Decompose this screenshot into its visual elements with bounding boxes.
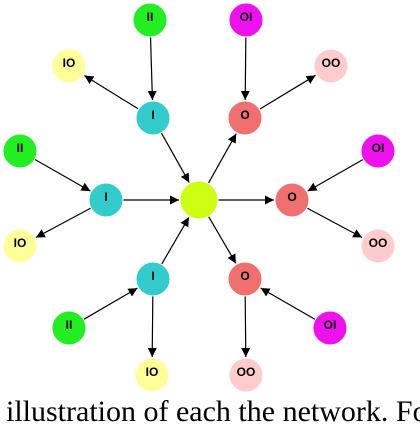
node-n-oo-3: OO xyxy=(228,357,264,392)
node-circle xyxy=(2,228,38,264)
node-n-io-1: IO xyxy=(51,48,87,84)
edge-n-oi-3-to-n-o-bottom xyxy=(260,287,316,321)
edge-n-ii-2-to-n-i-left xyxy=(34,158,91,192)
node-label: O xyxy=(240,108,249,122)
node-label: OI xyxy=(240,10,253,24)
node-label: IO xyxy=(14,236,27,250)
edge-n-o-top-to-n-oo-1 xyxy=(259,74,316,110)
node-circle xyxy=(228,2,264,38)
node-circle xyxy=(179,180,219,220)
node-label: I xyxy=(151,269,154,283)
node-label: IO xyxy=(63,56,76,70)
node-n-io-3: IO xyxy=(134,357,170,392)
node-label: I xyxy=(151,108,154,122)
node-n-oo-2: OO xyxy=(360,228,396,264)
edge-n-ii-3-to-n-i-bottom xyxy=(83,287,138,320)
node-circle xyxy=(88,182,124,218)
node-circle xyxy=(51,310,87,346)
node-n-oi-3: OI xyxy=(312,310,348,346)
node-circle xyxy=(132,2,168,38)
node-label: II xyxy=(147,10,154,24)
node-label: IO xyxy=(146,365,159,379)
node-label: OO xyxy=(369,236,388,250)
node-n-io-2: IO xyxy=(2,228,38,264)
node-label: I xyxy=(104,190,107,204)
node-label: II xyxy=(17,141,24,155)
node-circle xyxy=(227,100,263,136)
edge-n-i-left-to-n-io-2 xyxy=(35,207,92,239)
node-n-i-left: I xyxy=(88,182,124,218)
node-circle xyxy=(228,357,264,392)
edge-n-i-top-to-n-io-1 xyxy=(83,74,139,110)
node-label: OI xyxy=(372,141,385,155)
edge-center-to-n-o-bottom xyxy=(208,216,237,264)
node-n-o-right: O xyxy=(274,182,310,218)
node-n-ii-1: II xyxy=(132,2,168,38)
node-n-i-bottom: I xyxy=(135,261,171,297)
edge-center-to-n-o-top xyxy=(207,133,237,184)
node-circle xyxy=(360,228,396,264)
node-n-oo-1: OO xyxy=(313,48,349,84)
edge-n-oi-1-to-n-o-top xyxy=(240,36,250,101)
edge-n-o-right-to-n-oo-2 xyxy=(306,207,363,239)
edge-n-i-bottom-to-center xyxy=(161,216,190,265)
figure-caption: illustration of each the network. For xyxy=(6,395,420,428)
node-label: O xyxy=(240,269,249,283)
node-circle xyxy=(360,133,396,169)
node-circle xyxy=(134,357,170,392)
node-label: OI xyxy=(324,318,337,332)
node-circle xyxy=(51,48,87,84)
node-center xyxy=(179,180,219,220)
edges xyxy=(34,36,364,358)
node-n-o-bottom: O xyxy=(227,261,263,297)
node-circle xyxy=(274,182,310,218)
node-label: OO xyxy=(322,56,341,70)
node-circle xyxy=(312,310,348,346)
node-circle xyxy=(227,261,263,297)
node-n-oi-2: OI xyxy=(360,133,396,169)
node-circle xyxy=(135,100,171,136)
edge-n-oi-2-to-n-o-right xyxy=(307,158,364,192)
edge-n-i-bottom-to-n-io-3 xyxy=(147,295,157,358)
node-circle xyxy=(2,133,38,169)
edge-n-ii-1-to-n-i-top xyxy=(147,36,157,101)
node-n-o-top: O xyxy=(227,100,263,136)
node-label: O xyxy=(287,190,296,204)
node-circle xyxy=(135,261,171,297)
node-n-i-top: I xyxy=(135,100,171,136)
node-circle xyxy=(313,48,349,84)
node-label: OO xyxy=(237,365,256,379)
node-n-ii-3: II xyxy=(51,310,87,346)
node-label: II xyxy=(66,318,73,332)
edge-n-i-top-to-center xyxy=(160,132,190,183)
node-n-oi-1: OI xyxy=(228,2,264,38)
node-n-ii-2: II xyxy=(2,133,38,169)
edge-n-o-bottom-to-n-oo-3 xyxy=(241,295,251,358)
